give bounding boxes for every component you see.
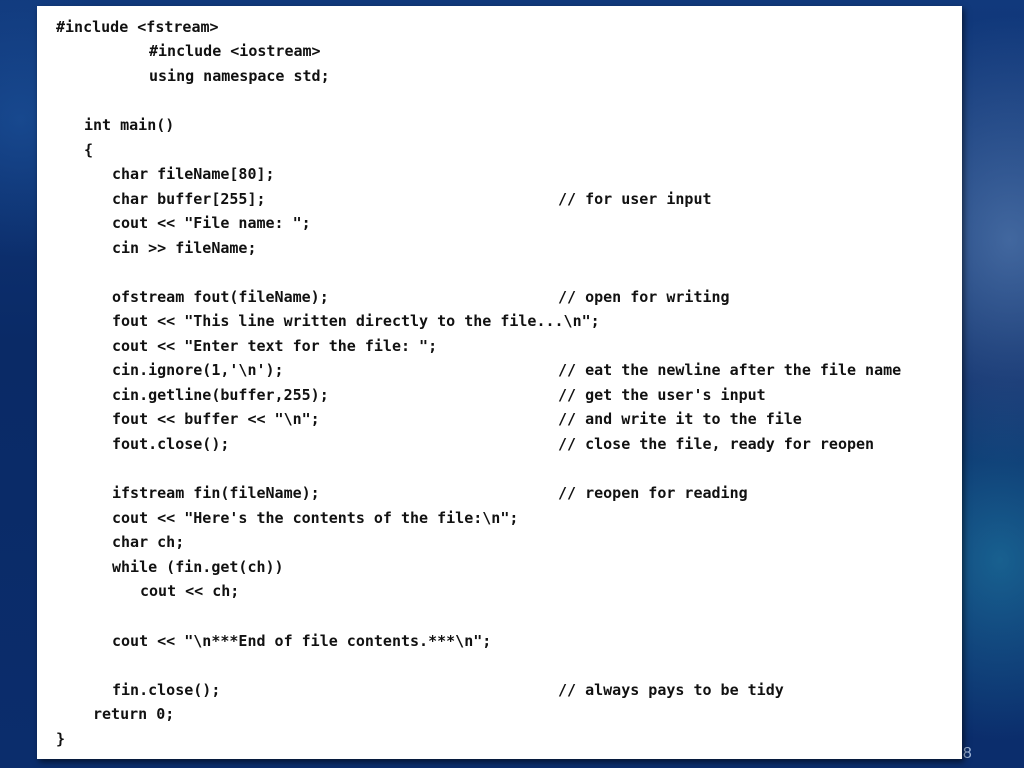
code-line: while (fin.get(ch)) [112,558,284,576]
code-line: #include <fstream> [56,18,219,36]
code-line: fout << "This line written directly to t… [112,312,600,330]
code-line: fout.close(); [112,435,230,453]
code-line: cin >> fileName; [112,239,257,257]
code-line: { [84,141,94,159]
code-line: fin.close(); [112,681,221,699]
code-line: ifstream fin(fileName); [112,484,320,502]
code-comment: // open for writing [558,288,730,306]
code-comment: // get the user's input [558,386,766,404]
code-line: int main() [84,116,175,134]
code-comment: // eat the newline after the file name [558,361,902,379]
code-listing: #include <fstream> #include <iostream> u… [37,6,962,759]
code-line: cout << "\n***End of file contents.***\n… [112,632,492,650]
code-line: using namespace std; [149,67,330,85]
code-line: #include <iostream> [149,42,321,60]
code-comment: // reopen for reading [558,484,748,502]
code-line: cout << "File name: "; [112,214,311,232]
code-comment: // for user input [558,190,712,208]
code-line: char fileName[80]; [112,165,275,183]
code-line: fout << buffer << "\n"; [112,410,320,428]
code-line: cin.getline(buffer,255); [112,386,329,404]
code-line: } [56,730,66,748]
code-comment: // and write it to the file [558,410,802,428]
code-comment: // always pays to be tidy [558,681,784,699]
code-line: return 0; [93,705,175,723]
code-line: cout << "Here's the contents of the file… [112,509,519,527]
code-line: char ch; [112,533,185,551]
code-line: char buffer[255]; [112,190,266,208]
code-line: cout << "Enter text for the file: "; [112,337,438,355]
code-line: cin.ignore(1,'\n'); [112,361,284,379]
code-comment: // close the file, ready for reopen [558,435,875,453]
code-slide: #include <fstream> #include <iostream> u… [37,6,962,759]
code-line: cout << ch; [140,582,240,600]
code-line: ofstream fout(fileName); [112,288,329,306]
